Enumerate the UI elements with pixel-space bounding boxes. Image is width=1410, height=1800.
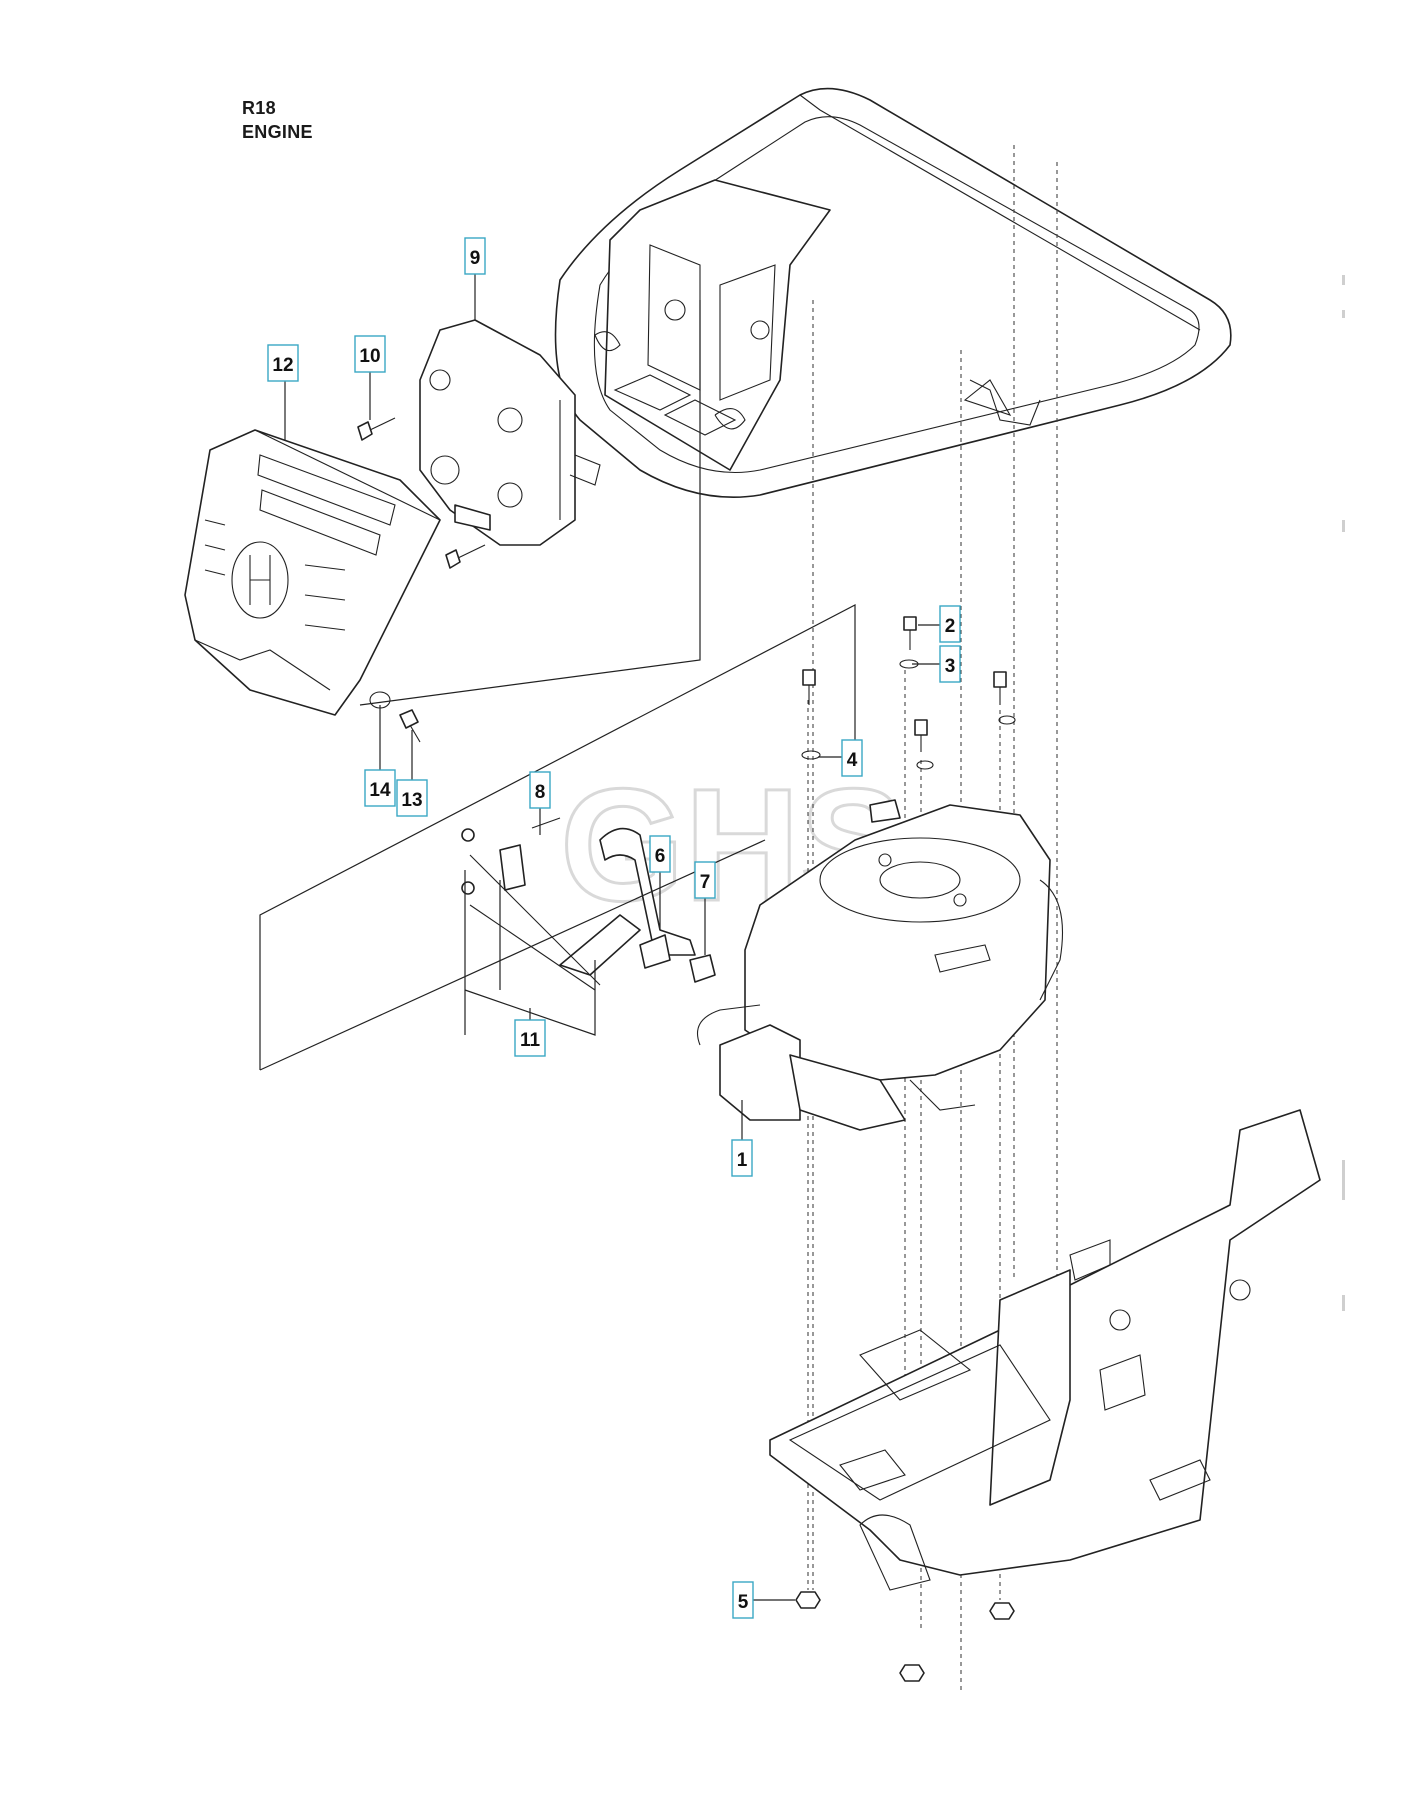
callout-14[interactable]: 14 [364, 769, 396, 807]
svg-text:11: 11 [520, 1030, 541, 1051]
mounting-nuts [795, 1591, 1015, 1682]
callout-10[interactable]: 10 [354, 335, 386, 373]
callout-4[interactable]: 4 [841, 739, 863, 777]
callout-leaders [284, 274, 940, 1601]
callout-9[interactable]: 9 [464, 237, 486, 275]
callout-12[interactable]: 12 [267, 344, 299, 382]
callout-6[interactable]: 6 [649, 835, 671, 873]
callout-5[interactable]: 5 [732, 1581, 754, 1619]
callout-11[interactable]: 11 [514, 1019, 546, 1057]
edge-marks [1342, 275, 1345, 1311]
callout-1[interactable]: 1 [731, 1139, 753, 1177]
callout-7[interactable]: 7 [694, 861, 716, 899]
callout-13[interactable]: 13 [396, 779, 428, 817]
svg-text:10: 10 [359, 346, 380, 367]
battery-bracket [594, 179, 831, 471]
svg-text:4: 4 [847, 750, 858, 771]
svg-text:13: 13 [401, 790, 422, 811]
engine [696, 799, 1063, 1131]
callout-3[interactable]: 3 [939, 645, 961, 683]
svg-text:8: 8 [535, 782, 546, 803]
exhaust-pipe-set [461, 817, 716, 991]
muffler [419, 319, 601, 546]
svg-text:6: 6 [655, 846, 666, 867]
muffler-heat-shield [184, 429, 441, 716]
diagram-code: R18 [242, 98, 276, 118]
front-frame [769, 1109, 1321, 1591]
svg-text:9: 9 [470, 248, 481, 269]
group-outline [259, 300, 856, 1071]
svg-text:3: 3 [945, 656, 956, 677]
callout-2[interactable]: 2 [939, 605, 961, 643]
svg-text:1: 1 [737, 1150, 748, 1171]
hardware-bolts [357, 417, 486, 743]
svg-text:5: 5 [738, 1592, 749, 1613]
svg-text:14: 14 [369, 780, 391, 801]
diagram-title: ENGINE [242, 122, 313, 142]
svg-text:12: 12 [272, 355, 293, 376]
engine-mount-hardware [801, 616, 1016, 770]
svg-text:2: 2 [945, 616, 956, 637]
svg-text:7: 7 [700, 872, 711, 893]
callout-8[interactable]: 8 [529, 771, 551, 809]
